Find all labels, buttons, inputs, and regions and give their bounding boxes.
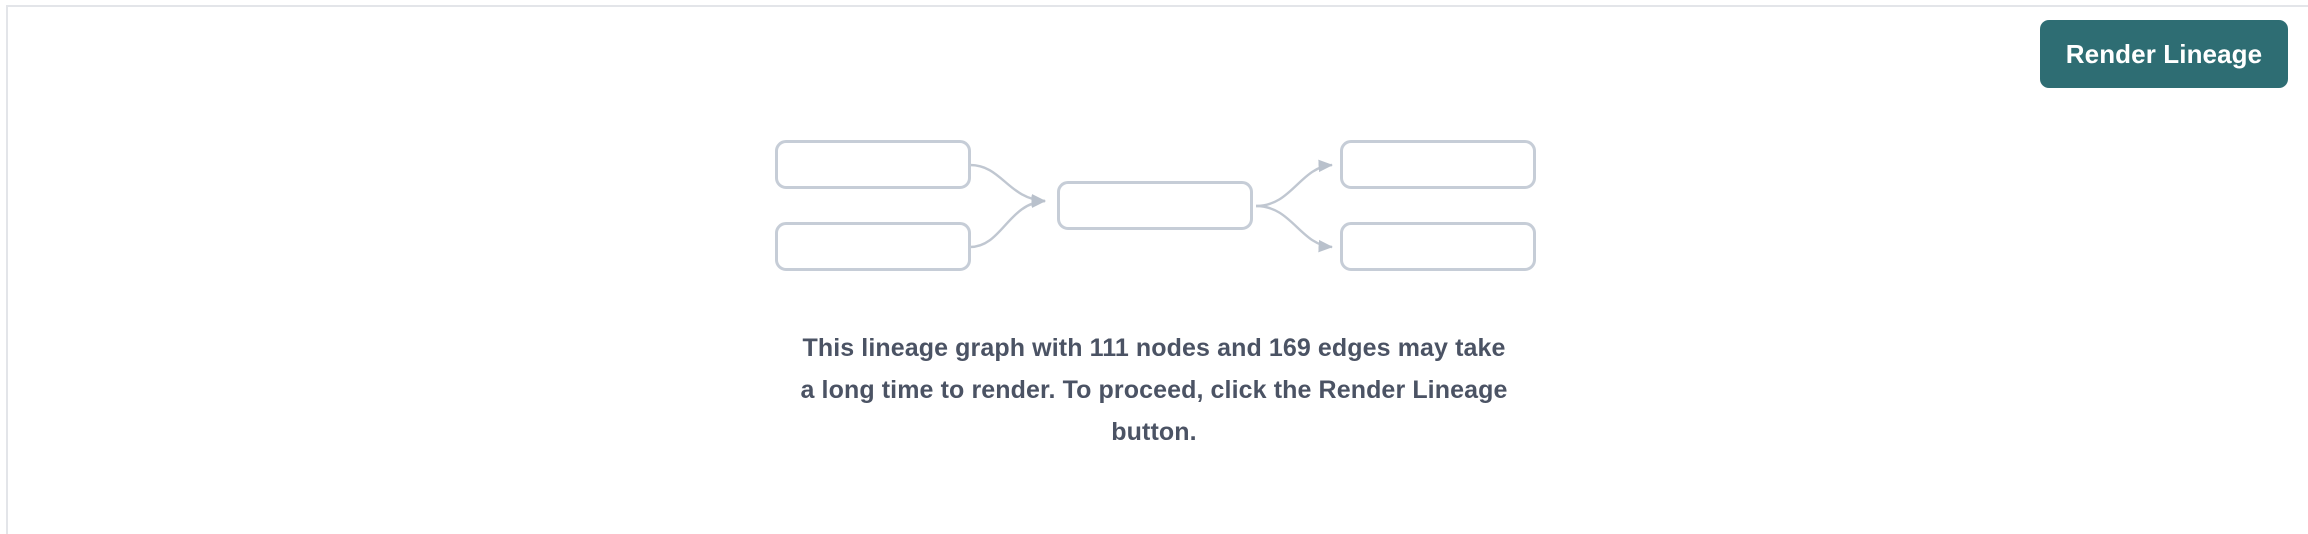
edge-left1-center (969, 163, 1046, 207)
lineage-warning-message: This lineage graph with 111 nodes and 16… (654, 327, 1654, 453)
edge-left2-center (969, 195, 1046, 249)
lineage-node-center-1 (1057, 181, 1253, 230)
message-line-3: button. (1111, 418, 1197, 446)
render-lineage-button[interactable]: Render Lineage (2040, 20, 2288, 88)
message-line-1: This lineage graph with 111 nodes and 16… (802, 334, 1506, 362)
lineage-node-left-1 (775, 140, 971, 189)
lineage-node-left-2 (775, 222, 971, 271)
left-divider (6, 5, 8, 534)
lineage-node-right-2 (1340, 222, 1536, 271)
edge-center-right2 (1255, 204, 1333, 253)
lineage-edges-svg (969, 159, 1333, 253)
edge-center-right1 (1255, 159, 1333, 208)
message-line-2: a long time to render. To proceed, click… (800, 376, 1508, 404)
lineage-node-right-1 (1340, 140, 1536, 189)
top-divider (7, 5, 2308, 7)
